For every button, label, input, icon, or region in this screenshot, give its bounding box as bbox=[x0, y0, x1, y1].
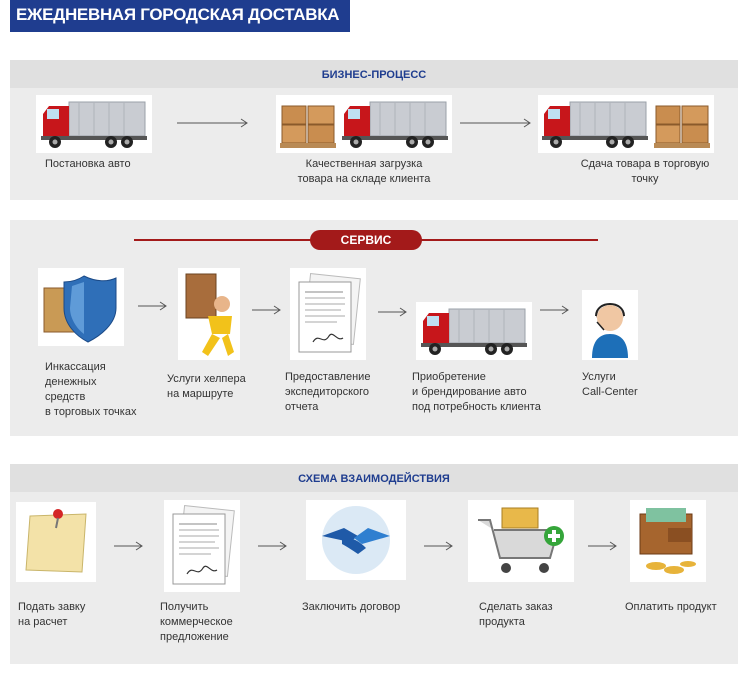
documents-icon bbox=[164, 500, 240, 592]
arrow-right-icon bbox=[175, 117, 251, 129]
helper-icon bbox=[178, 268, 240, 360]
page-title: ЕЖЕДНЕВНАЯ ГОРОДСКАЯ ДОСТАВКА bbox=[16, 5, 340, 24]
interaction-title: СХЕМА ВЗАИМОДЕЙСТВИЯ bbox=[298, 473, 450, 485]
step-caption: Постановка авто bbox=[45, 158, 131, 170]
service-panel: СЕРВИС Инкассация денежных средств в тор… bbox=[10, 220, 738, 436]
service-title: СЕРВИС bbox=[310, 230, 422, 250]
arrow-right-icon bbox=[112, 540, 146, 552]
arrow-right-icon bbox=[586, 540, 620, 552]
step-caption: Сдача товара в торговую точку bbox=[580, 158, 710, 185]
wallet-icon bbox=[630, 500, 706, 582]
step-caption: Сделать заказ продукта bbox=[479, 601, 553, 628]
step-caption: Качественная загрузка товара на складе к… bbox=[297, 158, 431, 185]
page-header: ЕЖЕДНЕВНАЯ ГОРОДСКАЯ ДОСТАВКА bbox=[10, 0, 350, 32]
step-caption: Подать завку на расчет bbox=[18, 601, 86, 628]
shield-box-icon bbox=[38, 268, 124, 346]
arrow-right-icon bbox=[376, 306, 410, 318]
arrow-right-icon bbox=[250, 304, 284, 316]
business-process-header bbox=[10, 60, 738, 88]
truck-and-boxes-icon bbox=[538, 95, 714, 153]
step-caption: Инкассация денежных средств в торговых т… bbox=[45, 361, 137, 418]
truck-icon bbox=[416, 302, 532, 360]
step-caption: Приобретение и брендирование авто под по… bbox=[412, 371, 541, 413]
call-center-icon bbox=[582, 290, 638, 360]
step-caption: Заключить договор bbox=[302, 601, 401, 613]
step-caption: Оплатить продукт bbox=[625, 601, 717, 613]
cart-icon bbox=[468, 500, 574, 582]
step-caption: Получить коммерческое предложение bbox=[160, 601, 233, 643]
arrow-right-icon bbox=[458, 117, 534, 129]
business-process-panel: БИЗНЕС-ПРОЦЕСС Постановка авто Качествен… bbox=[10, 60, 738, 200]
arrow-right-icon bbox=[422, 540, 456, 552]
arrow-right-icon bbox=[538, 304, 572, 316]
note-pin-icon bbox=[16, 502, 96, 582]
arrow-right-icon bbox=[256, 540, 290, 552]
handshake-icon bbox=[306, 500, 406, 580]
boxes-and-truck-icon bbox=[276, 95, 452, 153]
step-caption: Услуги хелпера на маршруте bbox=[167, 373, 246, 400]
documents-icon bbox=[290, 268, 366, 360]
interaction-panel: СХЕМА ВЗАИМОДЕЙСТВИЯ Подать завку на рас… bbox=[10, 464, 738, 664]
step-caption: Услуги Call-Center bbox=[582, 371, 638, 398]
truck-icon bbox=[36, 95, 152, 153]
interaction-header bbox=[10, 464, 738, 492]
arrow-right-icon bbox=[136, 300, 170, 312]
service-divider-left bbox=[134, 239, 320, 241]
service-divider-right bbox=[420, 239, 598, 241]
business-process-title: БИЗНЕС-ПРОЦЕСС bbox=[321, 69, 427, 81]
step-caption: Предоставление экспедиторского отчета bbox=[285, 371, 371, 413]
